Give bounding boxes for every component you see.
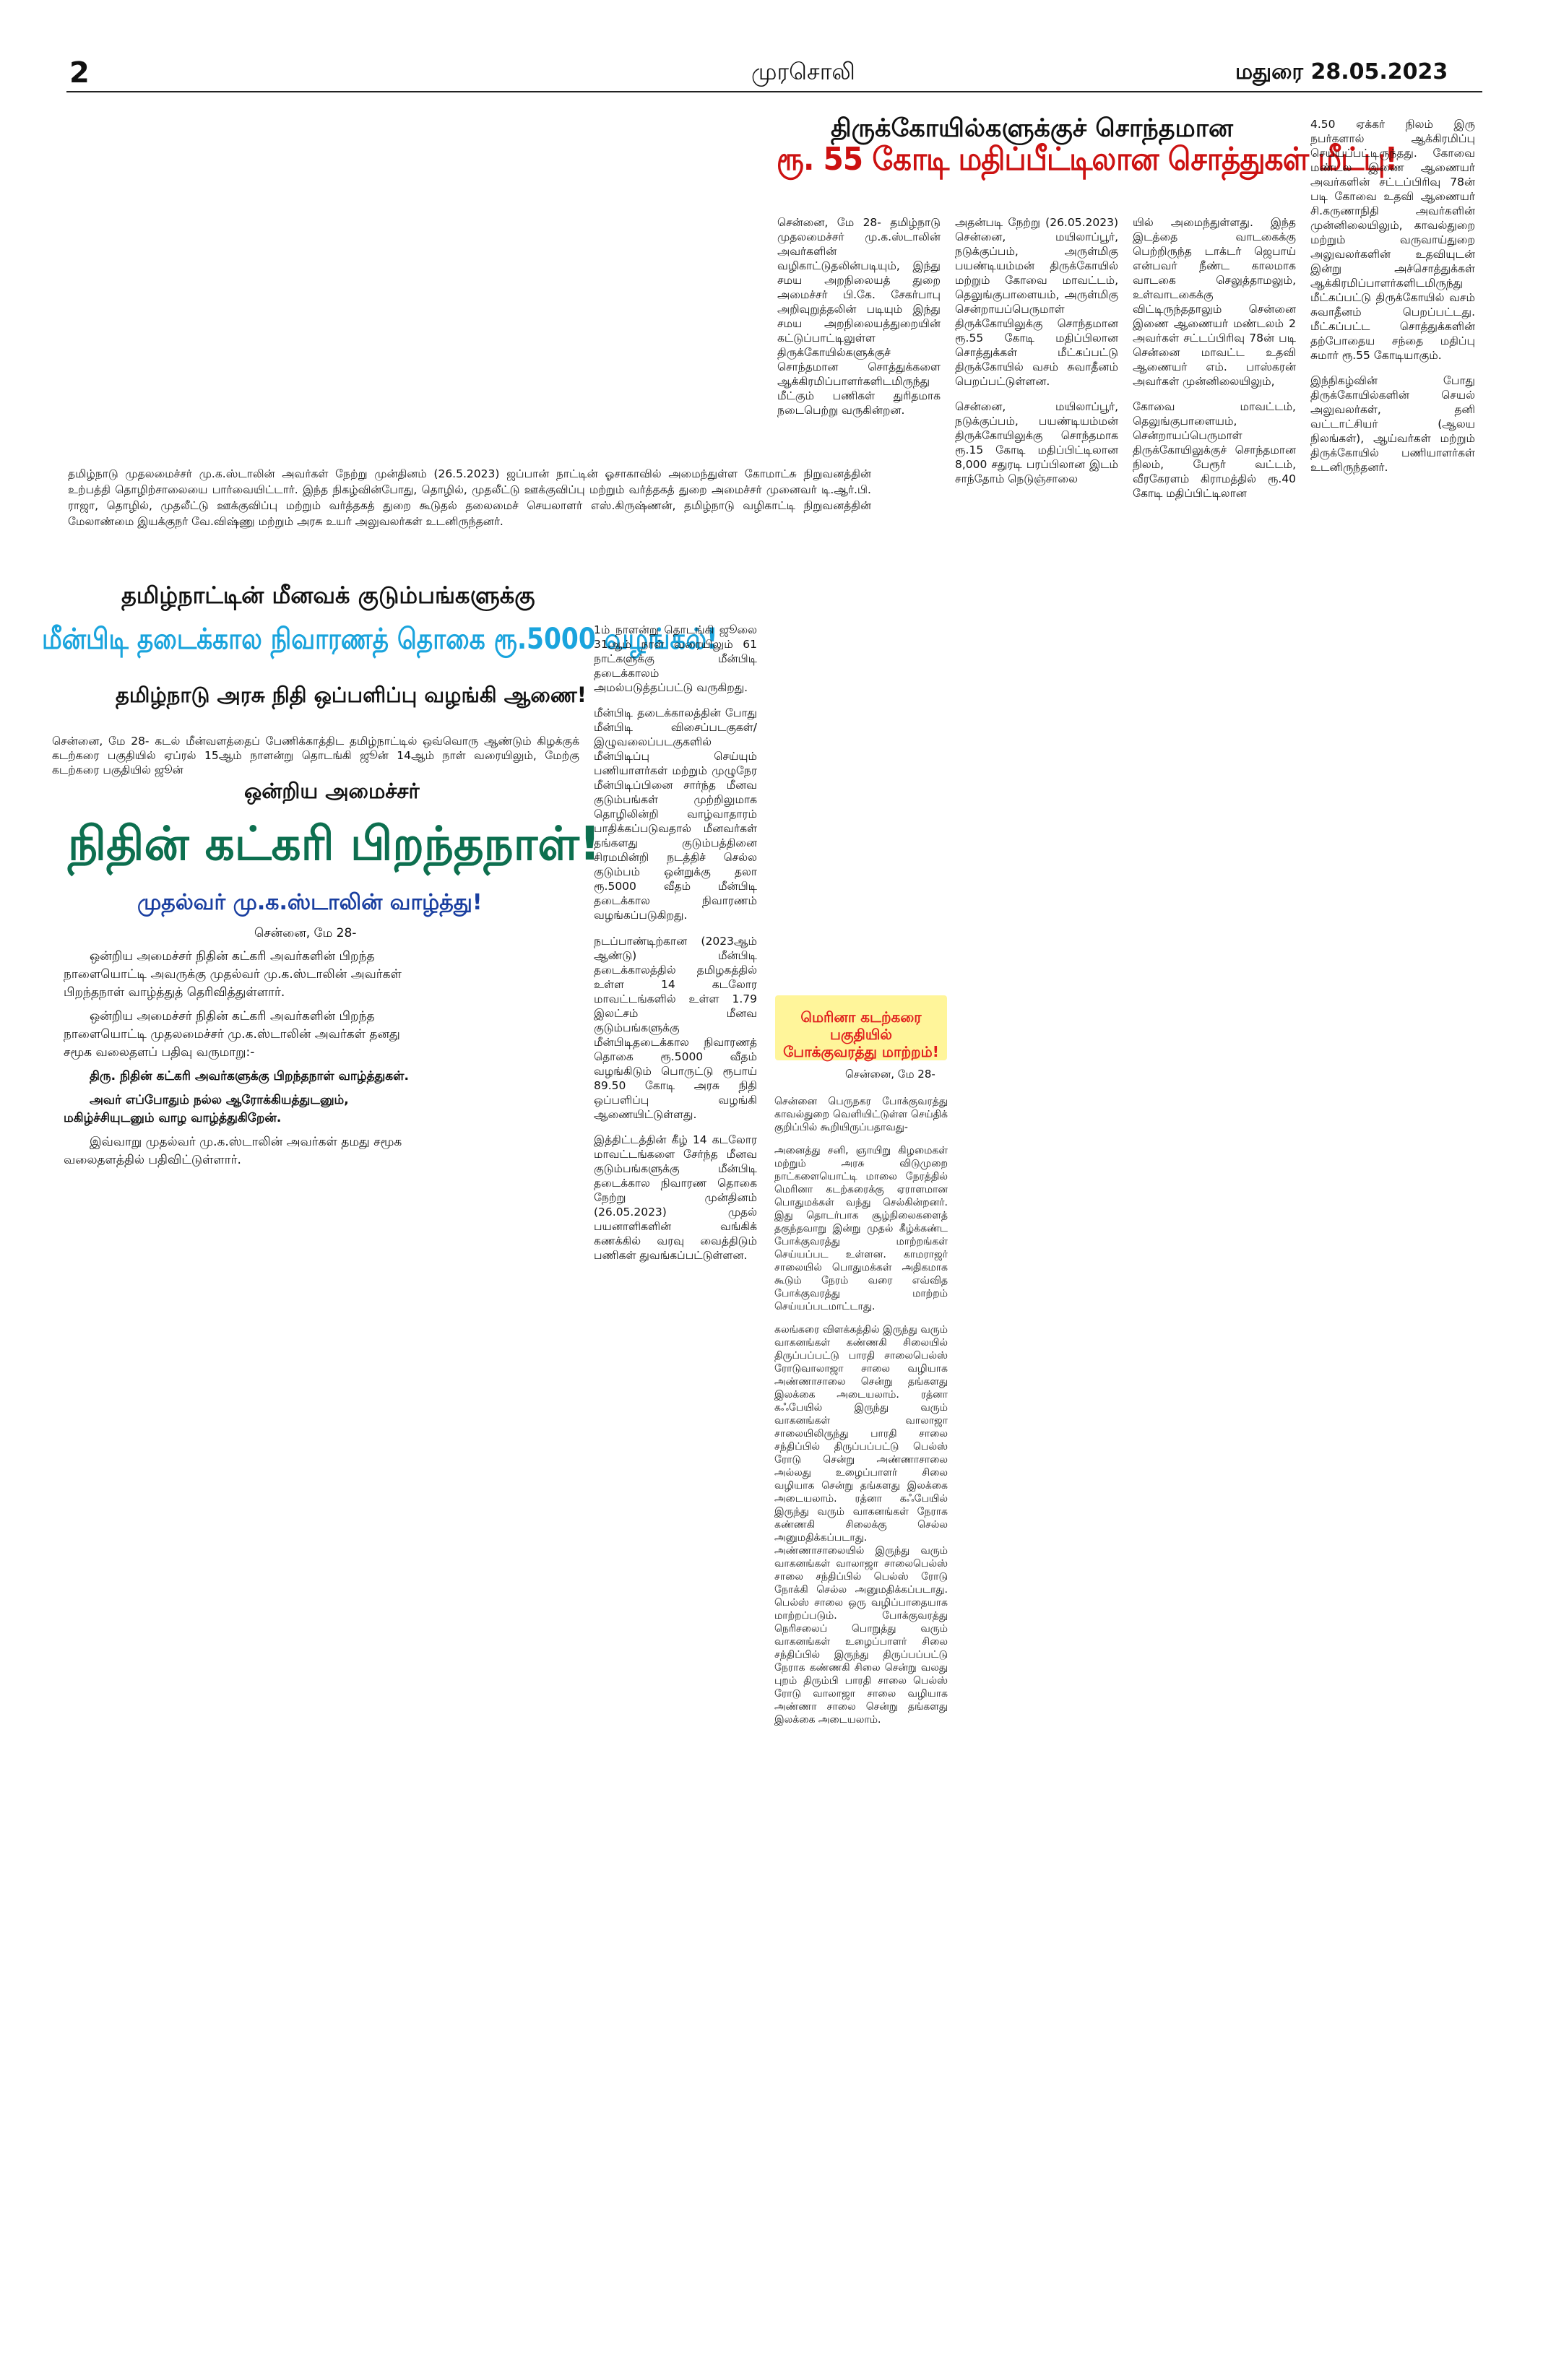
marina-p1: சென்னை பெருநகர போக்குவரத்து காவல்துறை வெ… xyxy=(774,1096,948,1133)
photo-caption: தமிழ்நாடு முதலமைச்சர் மு.க.ஸ்டாலின் அவர்… xyxy=(68,467,871,528)
page-number: 2 xyxy=(69,56,90,90)
fisher-col-right2-text: மீன்பிடி தடைக்காலத்தின் போது மீன்பிடி வி… xyxy=(594,706,757,922)
marina-story-body: சென்னை பெருநகர போக்குவரத்து காவல்துறை வெ… xyxy=(774,1085,948,1736)
fisher-story-col-right: 1ம் நாளன்று தொடங்கி ஜூலை 31ஆம் நாள் வரைய… xyxy=(594,611,757,1274)
gadkari-story-kicker: ஒன்றிய அமைச்சர் xyxy=(244,779,420,803)
gadkari-dateline: சென்னை, மே 28- xyxy=(254,926,357,940)
fisher-lead-text: சென்னை, மே 28- கடல் மீன்வளத்தைப் பேணிக்க… xyxy=(52,734,579,776)
temple-story-col1: சென்னை, மே 28- தமிழ்நாடு முதலமைச்சர் மு.… xyxy=(777,204,941,428)
gadkari-story-body: ஒன்றிய அமைச்சர் நிதின் கட்கரி அவர்களின் … xyxy=(64,948,425,1169)
temple-story-headline: ரூ. 55 கோடி மதிப்பீட்டிலான சொத்துகள் மீட… xyxy=(777,141,1398,178)
temple-story-col4: 4.50 ஏக்கர் நிலம் இரு நபர்களால் ஆக்கிரமி… xyxy=(1310,105,1475,486)
temple-col3-text: யில் அமைந்துள்ளது. இந்த இடத்தை வாடகைக்கு… xyxy=(1133,215,1296,388)
gadkari-p2: ஒன்றிய அமைச்சர் நிதின் கட்கரி அவர்களின் … xyxy=(64,1009,400,1060)
fisher-col-right3-text: நடப்பாண்டிற்கான (2023ஆம் ஆண்டு) மீன்பிடி… xyxy=(594,934,757,1121)
temple-col4b-text: இந்நிகழ்வின் போது திருக்கோயில்களின் செயல… xyxy=(1310,374,1475,474)
fisher-col-right4-text: இத்திட்டத்தின் கீழ் 14 கடலோர மாவட்டங்களை… xyxy=(594,1133,757,1262)
marina-story-headline-box: மெரினா கடற்கரை பகுதியில் போக்குவரத்து மா… xyxy=(775,995,947,1060)
gadkari-story-headline: நிதின் கட்கரி பிறந்தநாள்! xyxy=(68,818,601,871)
temple-col2-text: அதன்படி நேற்று (26.05.2023) சென்னை, மயில… xyxy=(955,215,1118,388)
newspaper-name: முரசொலி xyxy=(751,58,855,85)
header-rule xyxy=(66,91,1482,92)
fisher-col-right-text: 1ம் நாளன்று தொடங்கி ஜூலை 31ஆம் நாள் வரைய… xyxy=(594,623,757,694)
gadkari-story-subhead: முதல்வர் மு.க.ஸ்டாலின் வாழ்த்து! xyxy=(137,890,483,915)
gadkari-p3: திரு. நிதின் கட்கரி அவர்களுக்கு பிறந்தநா… xyxy=(90,1069,409,1083)
temple-story-col3: யில் அமைந்துள்ளது. இந்த இடத்தை வாடகைக்கு… xyxy=(1133,204,1296,512)
fisher-story-subhead: தமிழ்நாடு அரசு நிதி ஒப்பளிப்பு வழங்கி ஆண… xyxy=(116,683,587,707)
gadkari-p5: இவ்வாறு முதல்வர் மு.க.ஸ்டாலின் அவர்கள் த… xyxy=(64,1135,402,1167)
fisher-story-lead: சென்னை, மே 28- கடல் மீன்வளத்தைப் பேணிக்க… xyxy=(52,722,579,788)
gadkari-p4: அவர் எப்போதும் நல்ல ஆரோக்கியத்துடனும், ம… xyxy=(64,1093,349,1125)
fisher-story-kicker: தமிழ்நாட்டின் மீனவக் குடும்பங்களுக்கு xyxy=(121,581,535,609)
edition-date: மதுரை 28.05.2023 xyxy=(1235,59,1448,85)
gadkari-p1: ஒன்றிய அமைச்சர் நிதின் கட்கரி அவர்களின் … xyxy=(64,949,402,1000)
marina-dateline: சென்னை, மே 28- xyxy=(845,1068,935,1081)
fisher-story-headline: மீன்பிடி தடைக்கால நிவாரணத் தொகை ரூ.5000 … xyxy=(42,623,718,656)
temple-col2b-text: சென்னை, மயிலாப்பூர், நடுக்குப்பம், பயண்ட… xyxy=(955,400,1118,485)
marina-headline-line2: போக்குவரத்து மாற்றம்! xyxy=(783,1043,939,1060)
marina-headline-line1: மெரினா கடற்கரை பகுதியில் xyxy=(800,1008,922,1043)
marina-p2: அனைத்து சனி, ஞாயிறு கிழமைகள் மற்றும் அரச… xyxy=(774,1145,948,1312)
temple-story-col2: அதன்படி நேற்று (26.05.2023) சென்னை, மயில… xyxy=(955,204,1118,498)
temple-col4-text: 4.50 ஏக்கர் நிலம் இரு நபர்களால் ஆக்கிரமி… xyxy=(1310,117,1475,362)
temple-col1-text: சென்னை, மே 28- தமிழ்நாடு முதலமைச்சர் மு.… xyxy=(777,215,941,417)
temple-col3b-text: கோவை மாவட்டம், தெலுங்குபாளையம், சென்றாயப… xyxy=(1133,400,1296,500)
temple-story-kicker: திருக்கோயில்களுக்குச் சொந்தமான xyxy=(831,114,1233,143)
marina-p3: கலங்கரை விளக்கத்தில் இருந்து வரும் வாகனங… xyxy=(774,1324,948,1726)
